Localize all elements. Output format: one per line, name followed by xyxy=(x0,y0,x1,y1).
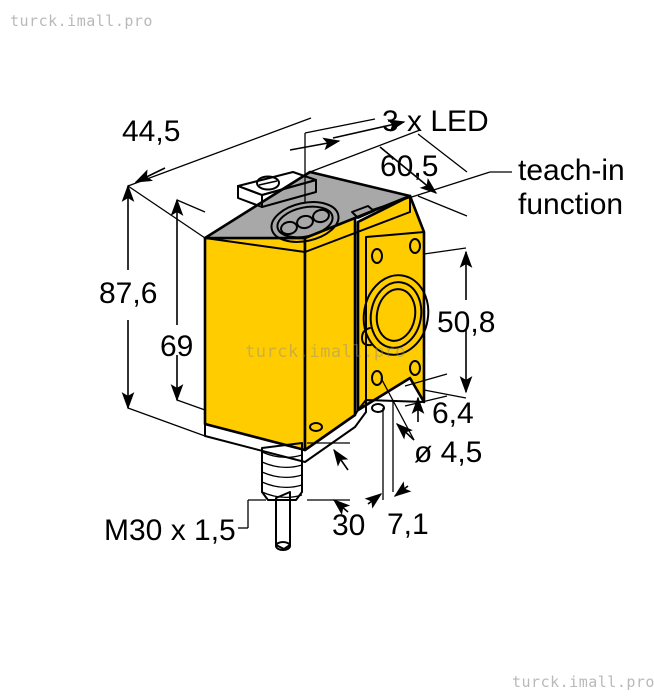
dimension-height-total: 87,6 xyxy=(99,184,206,437)
cable xyxy=(275,491,291,550)
body-bottom-rim xyxy=(204,399,367,463)
callout-led: 3 x LED xyxy=(289,105,489,203)
bottom-tab-2 xyxy=(371,403,385,413)
lens-ring-inner xyxy=(369,281,423,349)
arrow-30-bottom xyxy=(332,499,351,516)
led-window-outer xyxy=(270,201,340,243)
lens-glass xyxy=(375,288,417,342)
dimension-mount-offset: 6,4 xyxy=(404,373,474,430)
callout-thread: M30 x 1,5 xyxy=(104,499,266,547)
dimension-label-87-6: 87,6 xyxy=(99,277,157,310)
arrow-445-right xyxy=(332,119,406,139)
led-arrow xyxy=(289,137,341,151)
ext-line-605-top xyxy=(417,133,468,173)
dimension-depth: 60,5 xyxy=(379,133,468,217)
teach-in-leader xyxy=(370,171,491,211)
dimension-label-44-5: 44,5 xyxy=(122,115,180,148)
led-window-inner xyxy=(276,205,334,239)
mount-hole-br xyxy=(409,360,421,376)
arrow-445-left xyxy=(134,167,166,183)
ext-line-445-c xyxy=(309,129,421,173)
mount-hole-tr xyxy=(409,238,421,254)
cable-end xyxy=(275,541,291,551)
led-indicator-1 xyxy=(280,220,298,236)
bottom-tab-1 xyxy=(309,422,323,432)
dimension-label-50-8: 50,8 xyxy=(437,306,495,339)
arrow-71-left xyxy=(364,493,383,509)
dimension-thread-length: 30 xyxy=(307,442,365,542)
ext-line-876-bottom xyxy=(127,407,206,437)
callout-label-teach-in-1: teach-in xyxy=(518,154,625,187)
ext-line-605-bottom xyxy=(417,195,468,217)
led-leader-horizontal xyxy=(304,118,376,134)
ext-line-445-a xyxy=(127,185,206,239)
callout-label-teach-in-2: function xyxy=(518,188,623,221)
ext-line-445-b xyxy=(127,117,312,187)
body-front-face xyxy=(303,210,357,452)
dimension-cable-offset: 7,1 xyxy=(364,400,429,541)
arrow-30-top xyxy=(333,448,349,471)
leader-diam xyxy=(380,377,415,441)
thread-ring-5 xyxy=(261,491,303,499)
cap-right-band xyxy=(304,195,411,253)
thread-ring-2 xyxy=(261,461,303,469)
ext-line-508-top xyxy=(423,247,467,255)
thread-ring-4 xyxy=(261,481,303,489)
ext-line-508-bottom xyxy=(423,389,467,399)
thread-ring-1 xyxy=(261,451,303,459)
callout-label-thread: M30 x 1,5 xyxy=(104,514,236,547)
dimension-label-60-5: 60,5 xyxy=(380,150,438,183)
ext-line-64-top xyxy=(404,373,448,387)
ext-line-69-bottom xyxy=(176,399,206,411)
dimension-label-7-1: 7,1 xyxy=(387,508,429,541)
thread-ring-3 xyxy=(261,471,303,479)
lens-notch xyxy=(361,327,372,347)
led-indicator-2 xyxy=(296,214,314,230)
adjust-block-front xyxy=(261,179,317,208)
threaded-mount xyxy=(261,442,303,501)
mount-hole-bl xyxy=(371,370,383,386)
callout-label-led: 3 x LED xyxy=(382,105,489,138)
dimension-label-69: 69 xyxy=(160,330,193,363)
arrow-71-right xyxy=(393,481,412,497)
watermark-center: turck.imall.pro xyxy=(245,342,406,362)
teach-in-pad xyxy=(351,205,375,219)
ext-line-69-top xyxy=(176,199,206,213)
watermark-top-left: turck.imall.pro xyxy=(10,12,153,30)
dimension-hole-diameter: ø 4,5 xyxy=(380,377,482,469)
lens-ring-outer xyxy=(362,274,430,356)
dimension-label-diam-4-5: ø 4,5 xyxy=(414,436,482,469)
arrow-605 xyxy=(379,146,438,194)
mount-hole-tl xyxy=(371,248,383,264)
led-indicator-3 xyxy=(312,208,330,224)
dimension-lens-height: 50,8 xyxy=(423,247,495,399)
watermark-bottom-right: turck.imall.pro xyxy=(512,673,654,691)
dimension-label-30: 30 xyxy=(332,509,365,542)
dimension-height-body: 69 xyxy=(160,198,206,411)
dimension-label-6-4: 6,4 xyxy=(432,397,474,430)
screw-slot xyxy=(258,180,278,186)
slotted-screw xyxy=(256,175,280,191)
arrow-diam xyxy=(395,423,415,441)
callout-teach-in: teach-in function xyxy=(370,154,625,221)
dimension-width-top: 44,5 xyxy=(122,115,421,239)
